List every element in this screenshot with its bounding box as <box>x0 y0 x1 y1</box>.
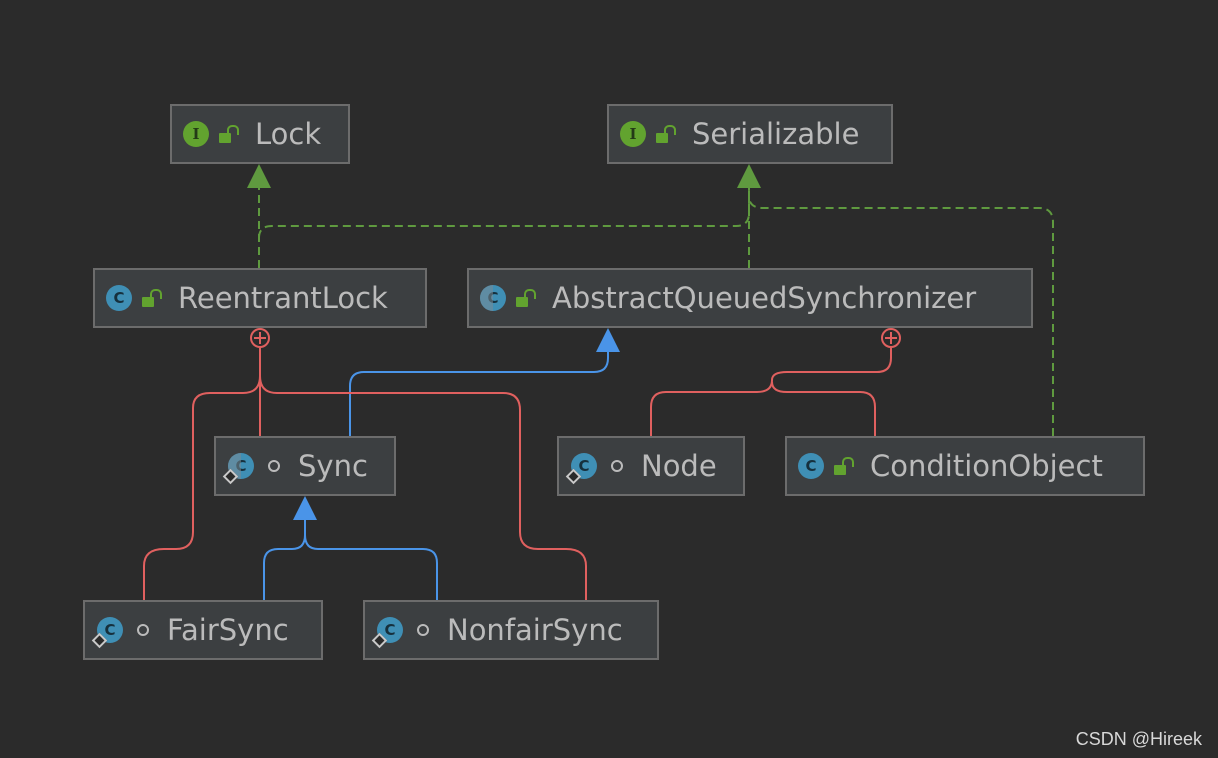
node-sync[interactable]: C Sync <box>214 436 396 496</box>
watermark: CSDN @Hireek <box>1075 729 1202 749</box>
lock-open-icon <box>514 288 534 308</box>
arrowhead-serializable <box>737 164 761 188</box>
arrowhead-aqs <box>596 328 620 352</box>
extends-edges <box>263 352 609 600</box>
static-class-icon: C <box>571 453 597 479</box>
abstract-class-icon: C <box>480 285 506 311</box>
implements-edges <box>258 188 1054 436</box>
edge-reentrantlock-implements-serializable <box>258 188 750 239</box>
node-serializable[interactable]: I Serializable <box>607 104 893 164</box>
edge-conditionobject-inner-aqs <box>771 381 876 436</box>
inner-class-edges <box>143 348 892 600</box>
node-label: NonfairSync <box>447 613 623 647</box>
inner-class-marker-reentrantlock <box>250 328 270 348</box>
lock-open-icon <box>217 124 237 144</box>
node-label: FairSync <box>167 613 289 647</box>
lock-open-icon <box>140 288 160 308</box>
node-nonfairsync[interactable]: C NonfairSync <box>363 600 659 660</box>
package-private-icon <box>611 460 623 472</box>
edge-sync-extends-aqs <box>349 352 609 436</box>
package-private-icon <box>417 624 429 636</box>
interface-icon: I <box>183 121 209 147</box>
node-lock[interactable]: I Lock <box>170 104 350 164</box>
node-label: Lock <box>255 117 322 151</box>
interface-icon: I <box>620 121 646 147</box>
edge-nonfairsync-inner-reentrantlock <box>259 375 587 600</box>
package-private-icon <box>137 624 149 636</box>
arrowhead-lock <box>247 164 271 188</box>
node-label: ReentrantLock <box>178 281 388 315</box>
lock-open-icon <box>832 456 852 476</box>
extends-arrowheads <box>293 328 620 520</box>
node-node[interactable]: C Node <box>557 436 745 496</box>
inner-class-marker-aqs <box>881 328 901 348</box>
lock-open-icon <box>654 124 674 144</box>
edge-node-inner-aqs <box>650 348 892 436</box>
edge-nonfairsync-extends-sync <box>304 534 438 600</box>
node-abstractqueuedsynchronizer[interactable]: C AbstractQueuedSynchronizer <box>467 268 1033 328</box>
node-fairsync[interactable]: C FairSync <box>83 600 323 660</box>
class-icon: C <box>106 285 132 311</box>
node-label: Serializable <box>692 117 860 151</box>
static-abstract-class-icon: C <box>228 453 254 479</box>
class-icon: C <box>798 453 824 479</box>
edge-fairsync-inner-reentrantlock <box>143 375 261 600</box>
implements-arrowheads <box>247 164 761 188</box>
node-label: AbstractQueuedSynchronizer <box>552 281 977 315</box>
static-class-icon: C <box>377 617 403 643</box>
arrowhead-sync <box>293 496 317 520</box>
static-class-icon: C <box>97 617 123 643</box>
package-private-icon <box>268 460 280 472</box>
node-label: Sync <box>298 449 368 483</box>
node-reentrantlock[interactable]: C ReentrantLock <box>93 268 427 328</box>
node-label: Node <box>641 449 717 483</box>
edge-fairsync-extends-sync <box>263 518 306 600</box>
node-label: ConditionObject <box>870 449 1103 483</box>
inner-class-markers <box>250 328 901 348</box>
node-conditionobject[interactable]: C ConditionObject <box>785 436 1145 496</box>
edge-conditionobject-implements-serializable <box>748 195 1054 436</box>
